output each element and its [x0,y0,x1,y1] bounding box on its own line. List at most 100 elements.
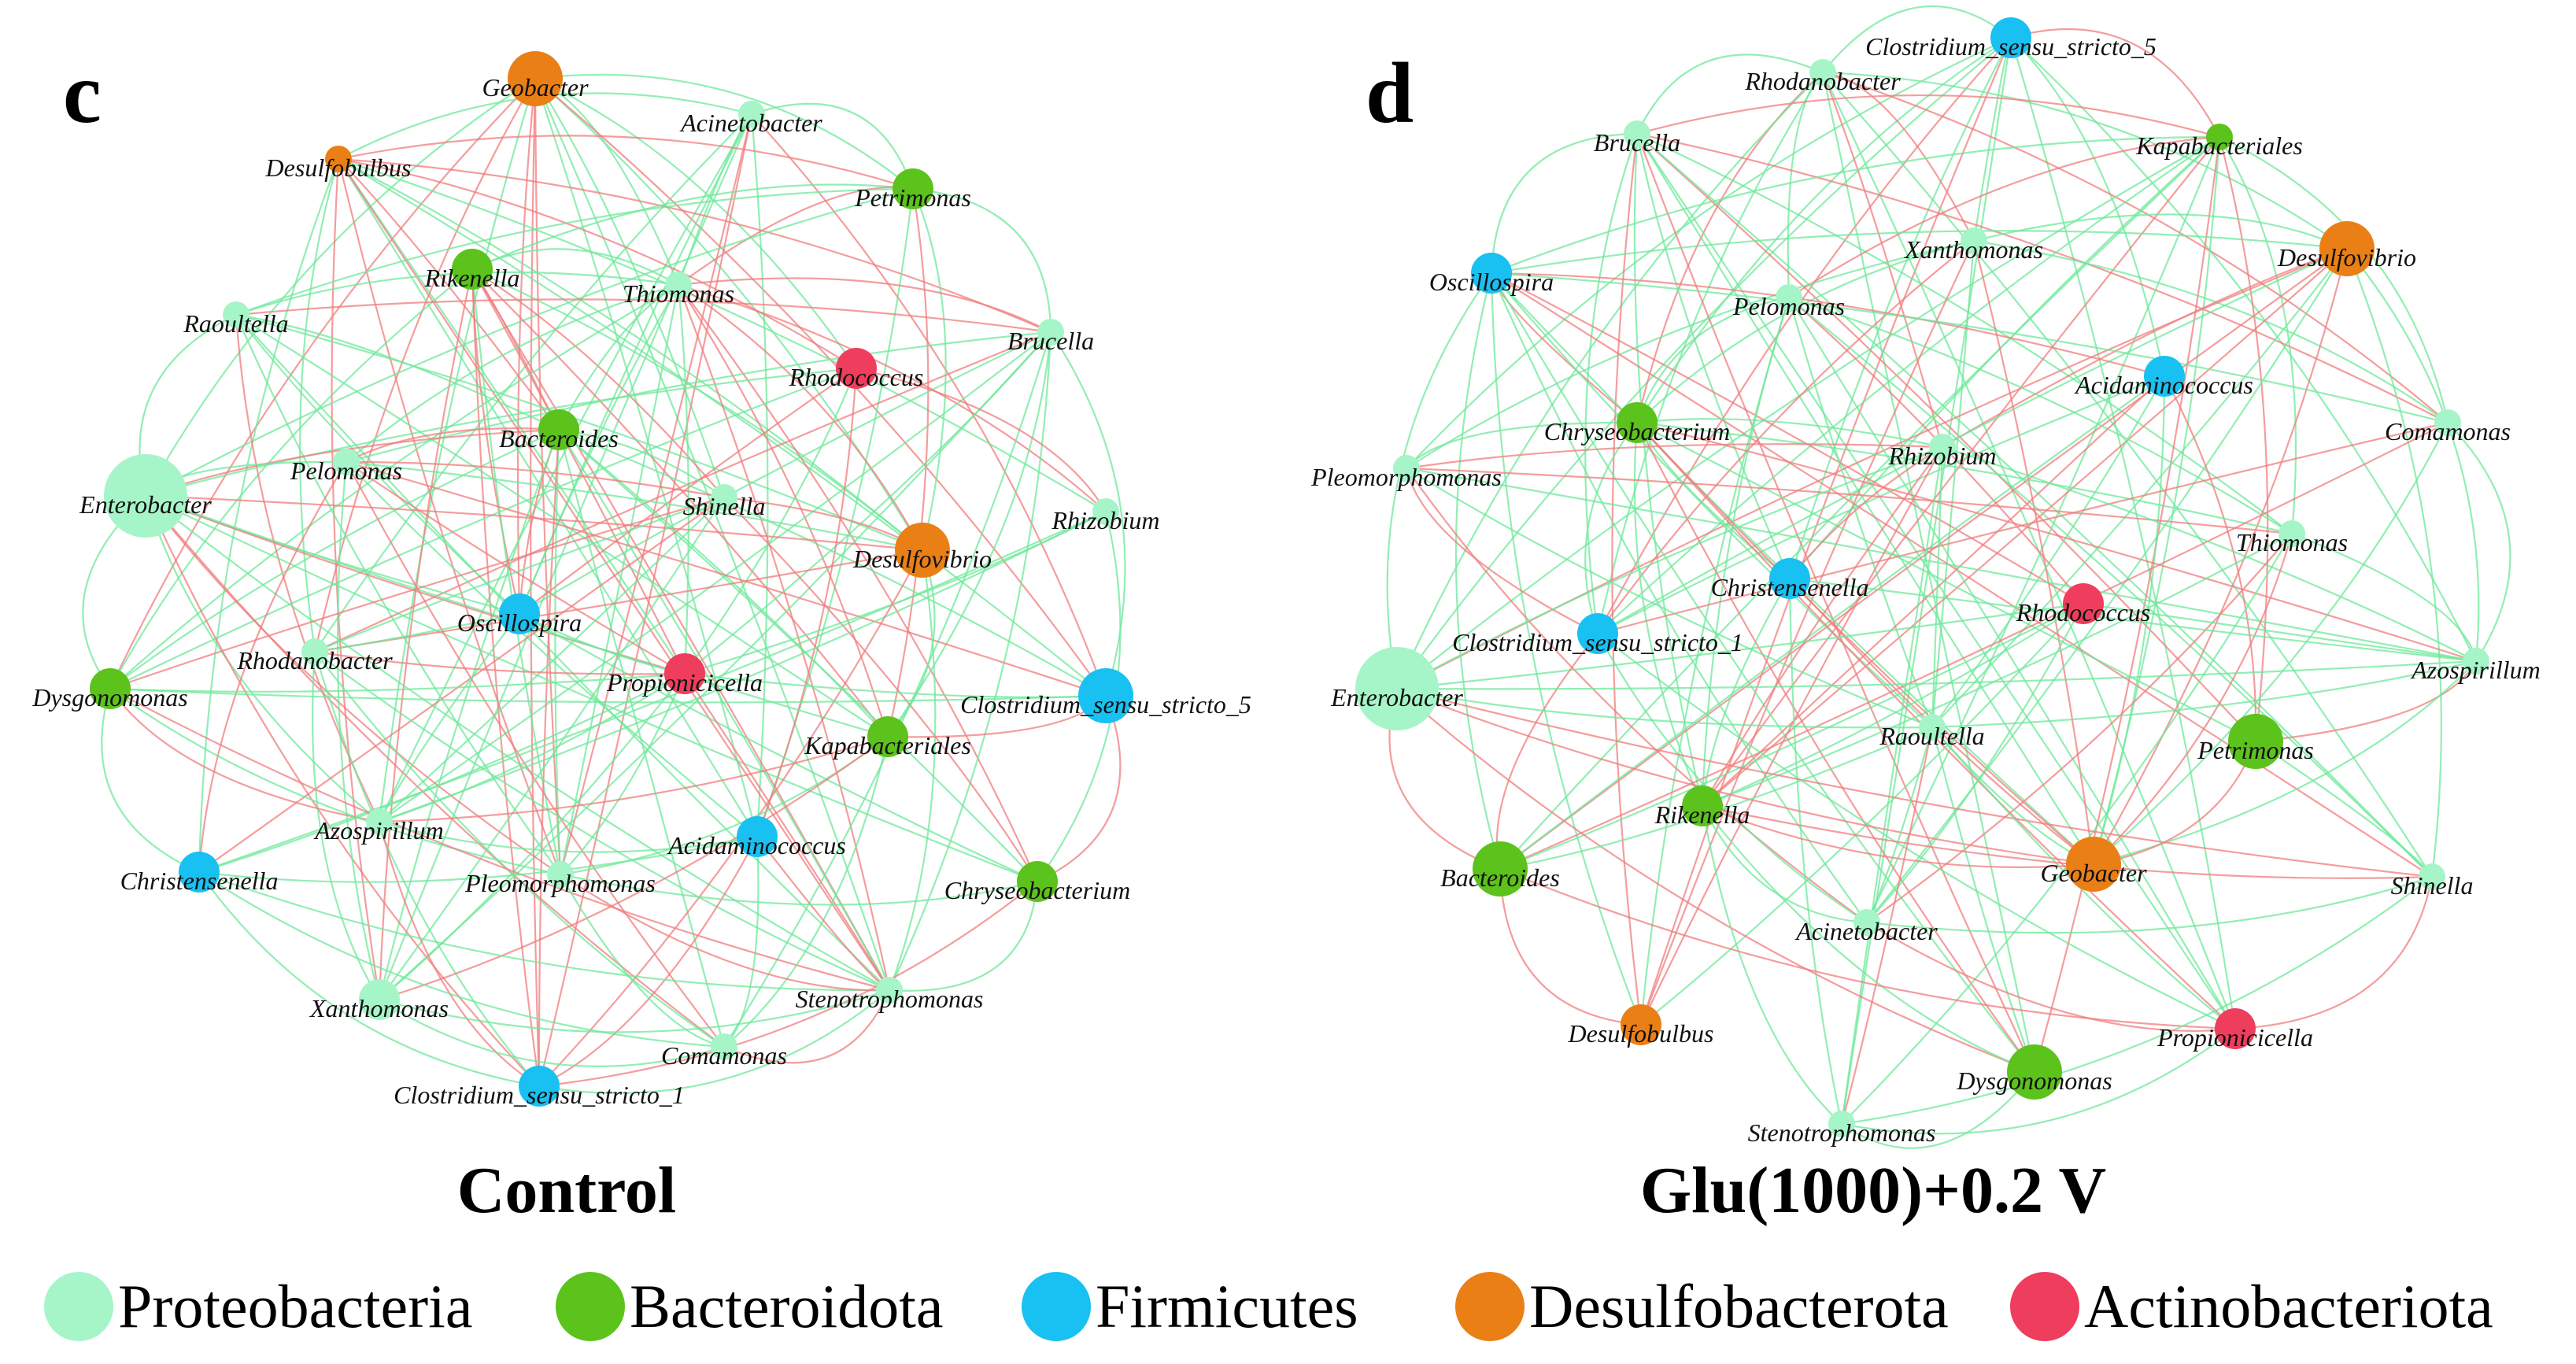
phylum-legend: Proteobacteria Bacteroidota Firmicutes D… [44,1272,2493,1341]
panel-c-edge [886,188,930,737]
panel-c-edge [198,871,540,1088]
panel-d-edge [1406,239,1975,469]
panel-d-node-rhizobium [1929,434,1956,460]
panel-c-edge [338,157,857,369]
panel-c-label-stenotrophomonas: Stenotrophomonas [796,985,984,1013]
panel-c-edge [336,461,381,1000]
panel-d-edge [2093,533,2293,865]
panel-d-edge [1866,136,2221,923]
panel-c-edge [338,158,1107,697]
panel-c-edge [889,331,1052,991]
panel-d-edge [1840,726,1934,1125]
panel-d-edge [1822,71,1975,242]
panel-d-edge [1636,422,2094,865]
panel-d-caption: Glu(1000)+0.2 V [1640,1154,2106,1227]
panel-c-edge [109,687,1107,704]
panel-c-edge [379,820,758,853]
panel-c-edge [559,284,680,875]
panel-d-node-desulfovibrio [2319,221,2375,276]
panel-c-edge [678,283,1107,512]
panel-c-label-comamonas: Comamonas [661,1041,787,1070]
panel-d-edge [1973,213,2348,250]
panel-d-node-stenotrophomonas [1828,1111,1855,1137]
panel-d-label-brucella: Brucella [1594,128,1680,157]
panel-d-edge [1636,418,1943,449]
panel-d-edge [1635,296,1790,423]
panel-d-node-pleomorphomonas [1393,455,1420,482]
panel-d-edge [2219,136,2297,534]
panel-c-node-christensenella [179,852,220,893]
panel-c-node-rhodococcus [836,348,877,389]
panel-c-edge [109,688,380,823]
panel-d-edge [1788,296,2293,534]
panel-d-edge [1702,805,1868,924]
panel-d-edge [1396,687,2094,866]
panel-d-edge [1636,37,2012,423]
panel-d-node-bacteroides [1473,841,1528,896]
panel-d-node-brucella [1624,120,1650,147]
panel-d-label-desulfobulbus: Desulfobulbus [1568,1019,1714,1048]
legend-swatch-firmicutes [1022,1272,1091,1341]
panel-c-edge [338,158,758,837]
panel-d-edge [1788,297,2433,878]
panel-c-edge [379,673,686,1000]
panel-c-caption: Control [457,1154,676,1227]
panel-d-node-shinella [2419,863,2445,890]
panel-d-edge [1866,875,2433,934]
panel-c-edge [109,688,890,992]
panel-c-edge [534,78,891,991]
panel-d-edge [1499,868,1642,1026]
panel-c-edge [678,284,889,737]
panel-d-node-propionicicella [2215,1008,2256,1049]
panel-d-edge [1406,468,1933,729]
panel-d-edge [1931,446,1944,728]
panel-c-node-comamonas [711,1033,737,1060]
panel-c-edge [560,673,686,875]
panel-d-edge [1636,133,2256,742]
panel-c-label-rikenella: Rikenella [424,264,520,292]
panel-c-label-propionicicella: Propionicicella [606,668,763,697]
panel-d-label-rikenella: Rikenella [1654,800,1750,829]
panel-d-node-raoultella [1919,714,1946,741]
panel-c-edge [198,871,725,1048]
panel-c-edge [338,158,890,991]
panel-c-node-dysgonomonas [90,668,131,709]
panel-d-node-rikenella [1682,786,1723,826]
panel-c-node-desulfobulbus [325,146,352,172]
panel-d-label-stenotrophomonas: Stenotrophomonas [1748,1118,1936,1147]
panel-c-label-rhodococcus: Rhodococcus [789,363,924,391]
panel-d-edge [1942,445,2477,662]
panel-c-edge [379,497,725,822]
panel-c-edge [560,874,890,992]
panel-d-edge [1636,421,2293,535]
panel-d-edge [1702,136,2220,807]
panel-d-edge [1702,533,2293,808]
panel-c-edge [379,113,752,822]
panel-d-label-enterobacter: Enterobacter [1330,683,1463,712]
panel-d-edge [1491,272,2084,604]
panel-c-node-brucella [1037,319,1064,346]
panel-c-edge [538,881,1038,1088]
panel-d-label-propionicicella: Propionicicella [2157,1023,2313,1052]
panel-c-edge [677,284,891,991]
panel-d-label-clostridium-sensu-stricto-5: Clostridium_sensu_stricto_5 [1865,32,2157,61]
panel-d-node-azospirillum [2463,648,2489,675]
panel-d-edge [1866,922,2236,1032]
panel-c-edge [538,429,560,1087]
panel-d-edge [1499,248,2348,870]
panel-d-label-rhodococcus: Rhodococcus [2016,598,2151,627]
panel-c-node-clostridium-sensu-stricto-5 [1078,668,1133,723]
panel-c-edge [379,736,889,1001]
panel-c-edge [235,298,1051,334]
panel-d-node-xanthomonas [1961,227,1987,254]
panel-c-node-raoultella [223,301,249,328]
legend-swatch-actinobacteriota [2010,1272,2079,1341]
panel-c-node-geobacter [508,51,563,106]
panel-d-label-oscillospira: Oscillospira [1429,268,1554,296]
panel-d-edge [1866,726,1934,923]
panel-d-edge [1702,805,2035,1074]
panel-d-label-desulfovibrio: Desulfovibrio [2277,243,2416,272]
panel-c-node-rhizobium [1092,498,1119,525]
panel-d-edge [2092,375,2166,865]
panel-c-edge [557,429,726,1048]
